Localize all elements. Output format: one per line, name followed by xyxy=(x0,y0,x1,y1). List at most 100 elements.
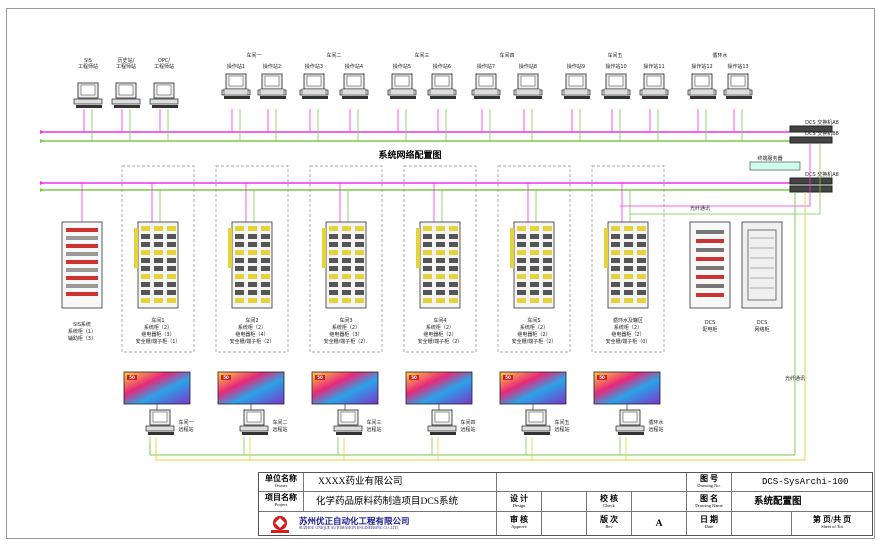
terminal-server-label: 终端服务器 xyxy=(757,155,782,162)
operator-station-base-icon xyxy=(726,89,750,95)
operator-station-label: 操作站2 xyxy=(263,63,281,70)
cabinet-detail: 系统柜（2） xyxy=(520,324,548,331)
diagram-title: 系统网络配置图 xyxy=(378,149,441,161)
project-value: 化学药品原料药制造项目DCS系统 xyxy=(304,492,496,508)
sis-label: 辅助柜（3） xyxy=(68,335,96,342)
remote-station-icon xyxy=(428,410,456,435)
remote-station-icon xyxy=(240,410,268,435)
drawing-name-label-cell: 图 名 Drawing Name xyxy=(687,492,732,512)
operator-station-base-icon xyxy=(516,89,540,95)
project-label-en: Project xyxy=(259,502,303,507)
owner-label-cell: 单位名称 Owner xyxy=(259,473,304,492)
date-value-cell xyxy=(732,512,792,535)
display-screen-icon: 50 xyxy=(594,372,660,404)
operator-station-base-icon xyxy=(690,89,714,95)
operator-station-base-icon xyxy=(430,89,454,95)
dcs-network-cabinet-icon xyxy=(742,222,782,308)
date-label: 日 期 xyxy=(687,516,731,524)
cabinet-detail: 安全栅/端子柜（1） xyxy=(136,338,181,345)
cabinet-detail: 继电器柜（4） xyxy=(235,331,268,338)
cabinet-detail: 安全栅/端子柜（2） xyxy=(512,338,557,345)
system-cabinet-icon xyxy=(510,222,554,308)
screen-badge: 50 xyxy=(129,375,135,380)
operator-station-label: 操作站1 xyxy=(227,63,245,70)
drawing-no-label: 图 号 xyxy=(687,475,731,483)
approve-value-cell xyxy=(542,512,587,535)
remote-station-label: 远程站 xyxy=(460,426,475,433)
operator-station-base-icon xyxy=(474,89,498,95)
approve-label-en: Approve xyxy=(497,524,541,529)
cabinet-detail: 继电器柜（3） xyxy=(141,331,174,338)
operator-station-base-icon xyxy=(604,89,628,95)
terminal-server-icon xyxy=(750,162,800,170)
operator-station-label: 操作站4 xyxy=(345,63,363,70)
remote-station-icon xyxy=(334,410,362,435)
operator-station-label: 操作站5 xyxy=(393,63,411,70)
check-label: 校 核 xyxy=(587,495,631,503)
rev-value: A xyxy=(632,512,686,530)
bus-d-arrow-icon xyxy=(40,188,44,192)
bus-c-arrow-icon xyxy=(40,181,44,185)
cabinet-name: 车间4 xyxy=(433,317,446,324)
sis-cabinet-icon xyxy=(62,222,102,308)
operator-station-base-icon xyxy=(642,89,666,95)
drawing-name-label: 图 名 xyxy=(687,495,731,503)
top-station-label: 工程师站 xyxy=(154,63,174,70)
remote-station-icon xyxy=(522,410,550,435)
check-label-en: Check xyxy=(587,503,631,508)
system-cabinet-icon xyxy=(604,222,648,308)
top-station-label: 工程师站 xyxy=(78,63,98,70)
drawing-name-value: 系统配置图 xyxy=(732,492,872,508)
operator-station-label: 操作站12 xyxy=(691,63,712,70)
bus-a-arrow-icon xyxy=(40,130,44,134)
operator-station-label: 操作站3 xyxy=(305,63,323,70)
sheet-label: 第 页/共 页 xyxy=(792,516,872,524)
dcs-power-label: 配电柜 xyxy=(702,326,717,333)
fiber-label: 光纤通讯 xyxy=(690,205,710,212)
remote-station-label: 远程站 xyxy=(554,426,569,433)
rev-value-cell: A xyxy=(632,512,687,535)
remote-station-label: 远程站 xyxy=(648,426,663,433)
cabinet-detail: 安全栅/端子柜（2） xyxy=(230,338,275,345)
engineering-station-icon xyxy=(74,83,102,108)
company-cell: 苏州优正自动化工程有限公司 SUZHOU UNIQUE AUTOMATION E… xyxy=(259,512,497,535)
operator-station-label: 操作站11 xyxy=(643,63,664,70)
approve-label-cell: 审 核 Approve xyxy=(497,512,542,535)
display-screen-icon: 50 xyxy=(406,372,472,404)
owner-value: XXXX药业有限公司 xyxy=(304,473,496,488)
blank-cell-1 xyxy=(497,473,687,492)
sis-label: 系统柜（1） xyxy=(68,328,96,335)
sheet-cell: 第 页/共 页 Sheet of Tot xyxy=(792,512,872,535)
cabinet-name: 循环水及罐区 xyxy=(613,317,643,324)
operator-station-base-icon xyxy=(342,89,366,95)
bus-b-arrow-icon xyxy=(40,139,44,143)
dcs-switch-c-icon xyxy=(790,178,832,184)
operator-station-label: 操作站8 xyxy=(519,63,537,70)
operator-station-base-icon xyxy=(564,89,588,95)
operator-station-base-icon xyxy=(260,89,284,95)
cabinet-detail: 系统柜（2） xyxy=(332,324,360,331)
operator-station-label: 操作站13 xyxy=(727,63,748,70)
company-name-en: SUZHOU UNIQUE AUTOMATION ENGINEERING CO.… xyxy=(299,526,399,530)
workshop-header: 车间一 xyxy=(246,52,261,59)
cabinet-detail: 系统柜（2） xyxy=(426,324,454,331)
cabinet-detail: 系统柜（2） xyxy=(144,324,172,331)
drawing-name-value-cell: 系统配置图 xyxy=(732,492,872,512)
rev-label-cell: 版 次 Rev xyxy=(587,512,632,535)
project-value-cell: 化学药品原料药制造项目DCS系统 xyxy=(304,492,497,512)
system-cabinet-icon xyxy=(134,222,178,308)
company-logo-icon xyxy=(267,514,293,534)
sheet-label-en: Sheet of Tot xyxy=(792,524,872,529)
top-station-label: 历史站/ xyxy=(118,57,135,64)
system-cabinet-icon xyxy=(322,222,366,308)
operator-station-label: 操作站6 xyxy=(433,63,451,70)
display-screen-icon: 50 xyxy=(218,372,284,404)
drawing-no-value-cell: DCS-SysArchi-100 xyxy=(732,473,872,492)
dcs-switch-b-icon xyxy=(790,137,832,143)
cabinet-detail: 继电器柜（3） xyxy=(329,331,362,338)
dcs-network-label: DCS xyxy=(757,320,768,326)
cabinet-detail: 系统柜（2） xyxy=(238,324,266,331)
drawing-no-label-en: Drawing No. xyxy=(687,483,731,488)
date-label-en: Date xyxy=(687,524,731,529)
